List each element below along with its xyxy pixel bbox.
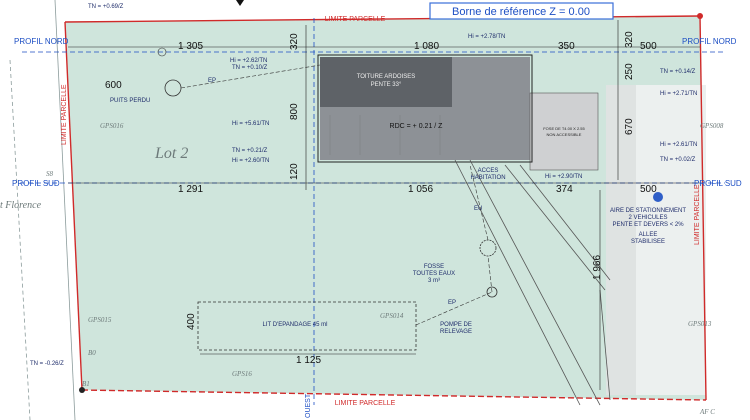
label-pente-devers: PENTE ET DEVERS < 2% xyxy=(612,222,684,228)
level-hi-561: Hi = +5.61/TN xyxy=(232,121,269,127)
profile-north-left: PROFIL NORD xyxy=(14,37,69,46)
label-pente: PENTE 33° xyxy=(371,82,402,88)
label-rdc: RDC = + 0.21 / Z xyxy=(390,123,444,130)
level-tn-top: TN = +0.69/Z xyxy=(88,4,124,10)
level-tn-026: TN = -0.26/Z xyxy=(30,361,64,367)
dim-1291: 1 291 xyxy=(178,184,203,195)
survey-point-icon xyxy=(79,387,85,393)
limit-right: LIMITE PARCELLE xyxy=(694,184,701,245)
level-hi-260: Hi = +2.60/TN xyxy=(232,158,269,164)
pompe-icon xyxy=(486,286,498,298)
garage xyxy=(529,92,599,171)
label-aire: AIRE DE STATIONNEMENT xyxy=(610,208,686,214)
dim-500b: 500 xyxy=(640,184,657,195)
gps-016: GPS016 xyxy=(100,122,124,130)
label-stabilisee: STABILISEE xyxy=(631,239,665,245)
limit-bottom: LIMITE PARCELLE xyxy=(335,400,396,407)
gps-16: GPS16 xyxy=(232,370,252,378)
gps-015: GPS015 xyxy=(88,316,112,324)
label-epandage: LIT D'EPANDAGE 45 ml xyxy=(263,322,328,328)
house-upper xyxy=(452,57,530,107)
level-hi-261: Hi = +2.61/TN xyxy=(660,142,697,148)
label-fosse: FOSSE xyxy=(424,264,444,270)
dim-1966: 1 966 xyxy=(592,255,603,280)
dim-600: 600 xyxy=(105,80,122,91)
septic-field xyxy=(197,301,417,351)
limit-top: LIMITE PARCELLE xyxy=(325,16,386,23)
driveway xyxy=(454,159,611,406)
level-tn-002: TN = +0.02/Z xyxy=(660,157,696,163)
level-hi-262: Hi = +2.62/TN xyxy=(230,58,267,64)
dim-320-left: 320 xyxy=(289,33,300,50)
label-vehicules: 2 VEHICULES xyxy=(628,215,667,221)
label-acces: ACCES xyxy=(478,168,499,174)
label-garage-1: FOSE DE T4.00 X 2.55 xyxy=(543,126,585,131)
dim-350: 350 xyxy=(558,41,575,52)
label-eu: EU xyxy=(474,206,482,212)
mark-s8: S8 xyxy=(46,170,54,178)
gps-008: GPS008 xyxy=(700,122,724,130)
manhole-icon xyxy=(157,47,167,57)
dim-1056: 1 056 xyxy=(408,184,433,195)
label-ep-1: EP xyxy=(208,78,216,84)
level-tn-010: TN = +0.10/Z xyxy=(232,65,268,71)
label-toiture: TOITURE ARDOISES xyxy=(357,74,416,80)
label-toutes-eaux: TOUTES EAUX xyxy=(413,271,455,277)
street-label: t Florence xyxy=(0,200,42,211)
survey-point-icon-2 xyxy=(697,13,703,19)
label-ep-2: EP xyxy=(448,300,456,306)
mark-b0: B0 xyxy=(88,349,96,357)
label-pompe: POMPE DE xyxy=(440,322,472,328)
road-edges xyxy=(9,0,76,420)
dimension-lines xyxy=(68,20,700,390)
level-hi-290: Hi = +2.90/TN xyxy=(545,174,582,180)
level-tn-014: TN = +0.14/Z xyxy=(660,69,696,75)
profile-south-left: PROFIL SUD xyxy=(12,179,60,188)
limit-left: LIMITE PARCELLE xyxy=(61,84,68,145)
dim-400: 400 xyxy=(186,313,197,330)
dim-670: 670 xyxy=(624,118,635,135)
dim-1125: 1 125 xyxy=(296,355,321,366)
dim-250: 250 xyxy=(624,63,635,80)
level-tn-021: TN = +0.21/Z xyxy=(232,148,268,154)
dim-374: 374 xyxy=(556,184,573,195)
accessibility-icon xyxy=(653,192,663,202)
profile-south-right: PROFIL SUD xyxy=(694,179,742,188)
mark-af: AF C xyxy=(699,408,715,416)
gps-013: GPS013 xyxy=(688,320,712,328)
label-garage-2: NON ACCESSIBLE xyxy=(547,132,582,137)
house-roof xyxy=(320,57,452,107)
mark-b1: B1 xyxy=(82,380,90,388)
dim-1305: 1 305 xyxy=(178,41,203,52)
lot-label: Lot 2 xyxy=(154,145,188,162)
level-hi-271: Hi = +2.71/TN xyxy=(660,91,697,97)
level-hi-278: Hi = +2.78/TN xyxy=(468,34,505,40)
profile-north-right: PROFIL NORD xyxy=(682,37,737,46)
reference-title: Borne de référence Z = 0.00 xyxy=(452,6,590,18)
house-outline xyxy=(317,54,533,163)
house-rdc xyxy=(320,107,530,160)
dim-500: 500 xyxy=(640,41,657,52)
ep-pipes xyxy=(180,64,493,326)
dim-800: 800 xyxy=(289,103,300,120)
dim-320-right: 320 xyxy=(624,31,635,48)
allee-area xyxy=(606,85,636,395)
house-hatch xyxy=(329,115,441,155)
dim-1080: 1 080 xyxy=(414,41,439,52)
label-m3: 3 m³ xyxy=(428,278,440,284)
label-habitation: HABITATION xyxy=(470,175,505,181)
north-arrow-icon xyxy=(236,0,244,6)
label-puits: PUITS PERDU xyxy=(110,98,150,104)
dim-120: 120 xyxy=(289,163,300,180)
reference-box xyxy=(429,2,614,20)
profile-west: OUEST xyxy=(305,393,312,418)
label-allee: ALLEE xyxy=(639,232,658,238)
gps-014: GPS014 xyxy=(380,312,404,320)
label-relevage: RELEVAGE xyxy=(440,329,472,335)
